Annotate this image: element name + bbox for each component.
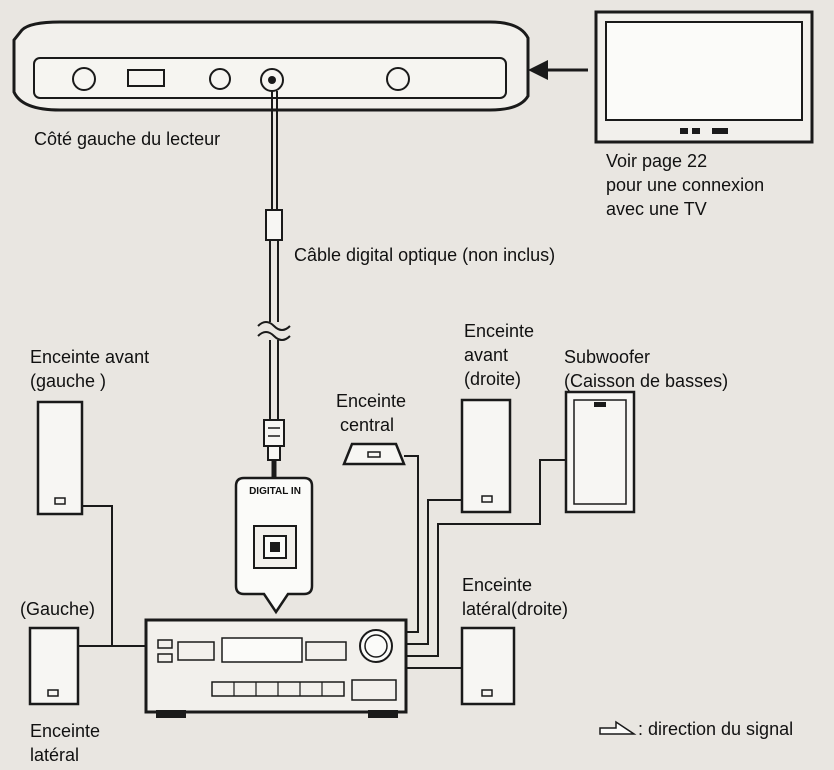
side-left-label-1: Enceinte xyxy=(30,721,101,741)
center-label-1: Enceinte xyxy=(336,391,407,411)
front-right-label-3: (droite) xyxy=(464,369,522,389)
speaker-center xyxy=(342,442,406,466)
tv xyxy=(594,10,814,144)
av-receiver xyxy=(144,618,408,718)
speaker-front-right xyxy=(460,398,512,514)
side-left-top-label: (Gauche) xyxy=(20,599,96,619)
subwoofer xyxy=(564,390,636,514)
tv-to-player-arrow xyxy=(528,60,588,80)
cable-label: Câble digital optique (non inclus) xyxy=(294,245,556,265)
speaker-wires xyxy=(78,455,566,669)
speaker-front-left xyxy=(36,400,84,516)
subwoofer-label-2: (Caisson de basses) xyxy=(564,371,729,391)
dvd-player xyxy=(12,20,530,112)
front-left-label-2: (gauche ) xyxy=(30,371,107,391)
optical-cable xyxy=(257,91,291,510)
side-right-label-2: latéral(droite) xyxy=(462,599,569,619)
tv-note-line1: Voir page 22 xyxy=(606,151,708,171)
side-right-label-1: Enceinte xyxy=(462,575,533,595)
signal-direction-label: : direction du signal xyxy=(638,719,794,739)
signal-arrow-icon xyxy=(599,720,637,735)
speaker-side-left xyxy=(28,626,80,706)
digital-in-callout xyxy=(234,476,314,615)
player-side-label: Côté gauche du lecteur xyxy=(34,129,221,149)
center-label-2: central xyxy=(340,415,395,435)
tv-note-line2: pour une connexion xyxy=(606,175,765,195)
tv-note-line3: avec une TV xyxy=(606,199,707,219)
front-right-label-2: avant xyxy=(464,345,509,365)
side-left-label-2: latéral xyxy=(30,745,80,765)
speaker-side-right xyxy=(460,626,516,706)
subwoofer-label-1: Subwoofer xyxy=(564,347,651,367)
digital-in-label: DIGITAL IN xyxy=(249,486,301,497)
front-right-label-1: Enceinte xyxy=(464,321,535,341)
front-left-label-1: Enceinte avant xyxy=(30,347,150,367)
